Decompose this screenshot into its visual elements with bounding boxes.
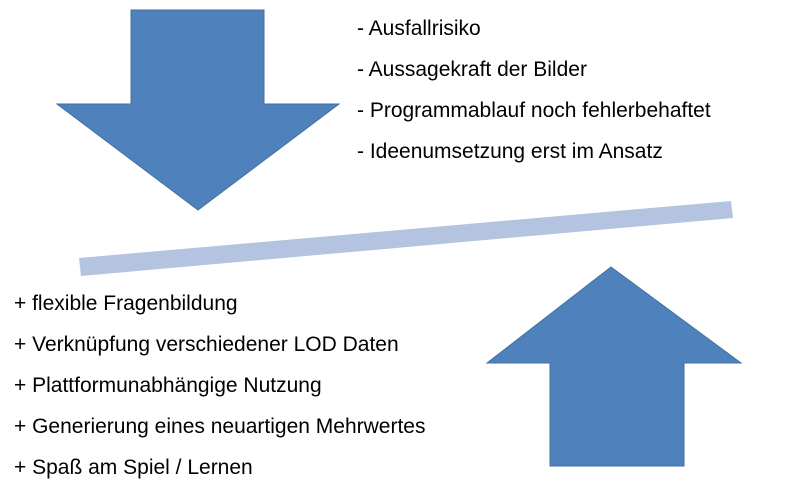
- pros-item: + flexible Fragenbildung: [14, 292, 238, 315]
- cons-list: - Ausfallrisiko - Aussagekraft der Bilde…: [357, 17, 711, 181]
- pros-item: + Plattformunabhängige Nutzung: [14, 374, 322, 397]
- pros-item: + Spaß am Spiel / Lernen: [14, 456, 253, 479]
- balance-beam: [79, 201, 733, 276]
- cons-item: - Ausfallrisiko: [357, 17, 481, 40]
- pros-item: + Generierung eines neuartigen Mehrwerte…: [14, 415, 426, 438]
- pros-list: + flexible Fragenbildung + Verknüpfung v…: [14, 292, 426, 497]
- cons-item: - Aussagekraft der Bilder: [357, 58, 587, 81]
- down-arrow-icon: [55, 9, 341, 211]
- cons-item: - Ideenumsetzung erst im Ansatz: [357, 140, 663, 163]
- pros-item: + Verknüpfung verschiedener LOD Daten: [14, 333, 399, 356]
- up-arrow-icon: [485, 266, 743, 467]
- cons-item: - Programmablauf noch fehlerbehaftet: [357, 99, 711, 122]
